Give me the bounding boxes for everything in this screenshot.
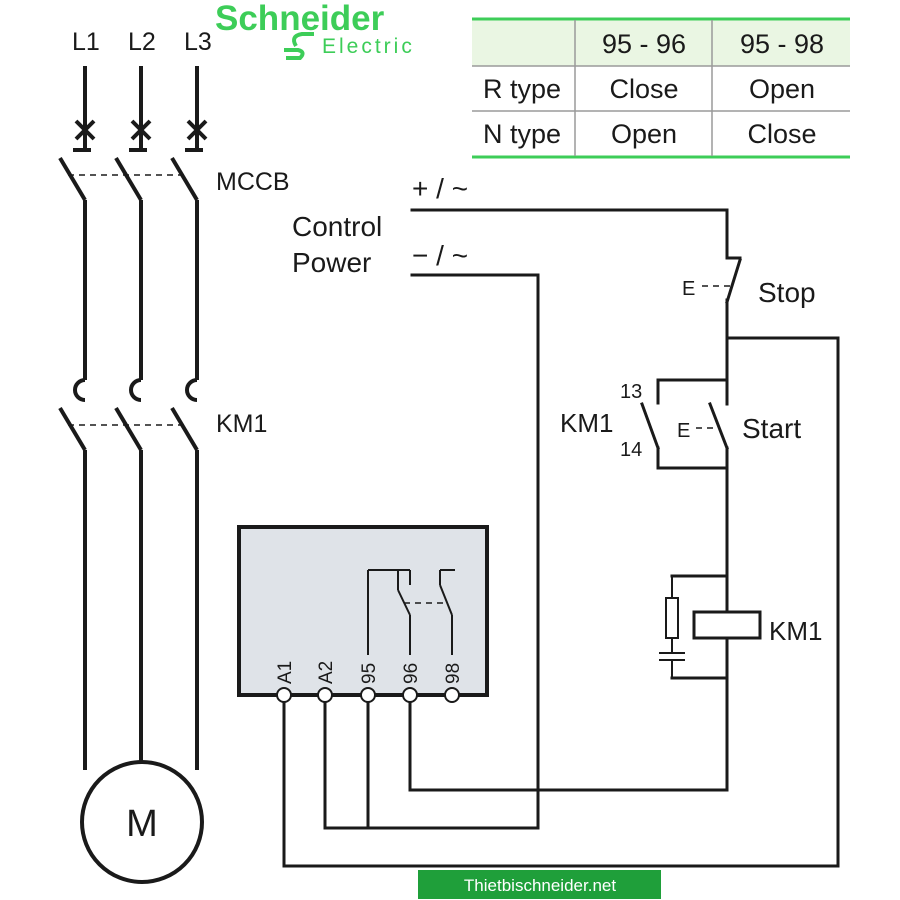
aux-terminal-13: 13: [620, 381, 642, 403]
footer-bg: [418, 870, 661, 899]
relay-terminal-label: A2: [316, 661, 337, 684]
phase-label: L2: [128, 28, 156, 56]
relay-terminal-label: A1: [275, 661, 296, 684]
coil-body: [692, 610, 762, 640]
table-cell: Open: [749, 74, 815, 104]
control-power: Control Power + / ~ − / ~: [292, 173, 468, 278]
phase-line: [170, 66, 208, 770]
start-button[interactable]: E Start: [677, 402, 801, 450]
brand-sub: Electric: [322, 35, 415, 58]
table-row-label: N type: [483, 119, 561, 149]
footer-banner[interactable]: Thietbischneider.net: [418, 870, 661, 899]
km1-coil: KM1: [659, 576, 822, 678]
phase-line: [58, 66, 96, 770]
km1-aux-contact: 13 14 KM1: [560, 381, 660, 461]
stop-e-label: E: [682, 278, 695, 300]
control-wiring: [282, 208, 840, 868]
phase-line: [114, 66, 152, 768]
suppressor-resistor: [665, 597, 679, 639]
brand-mark-icon: [284, 32, 314, 60]
control-label: Control: [292, 211, 382, 242]
relay-terminal: [276, 687, 292, 703]
footer-text[interactable]: Thietbischneider.net: [464, 876, 616, 895]
power-label: Power: [292, 247, 371, 278]
km1-aux-label: KM1: [560, 408, 613, 438]
start-e-label: E: [677, 420, 690, 442]
relay-terminal: [317, 687, 333, 703]
table-cell: Close: [747, 119, 816, 149]
relay-terminal: [360, 687, 376, 703]
relay-terminal-label: 98: [443, 663, 464, 684]
brand-logo: Schneider Electric: [215, 0, 415, 60]
contact-table: 95 - 96 95 - 98 R type Close Open N type…: [472, 17, 850, 159]
motor-label: M: [126, 803, 158, 845]
relay-terminal-label: 95: [359, 663, 380, 684]
km1-coil-label: KM1: [769, 616, 822, 646]
motor: M: [80, 760, 204, 884]
table-row-label: R type: [483, 74, 561, 104]
stop-button[interactable]: E Stop: [682, 256, 816, 308]
phase-label: L3: [184, 28, 212, 56]
minus-label: − / ~: [412, 240, 468, 271]
stop-label: Stop: [758, 277, 816, 308]
start-label: Start: [742, 413, 801, 444]
plus-label: + / ~: [412, 173, 468, 204]
relay-module: A1 A2 95 96 98: [237, 525, 489, 703]
table-header: 95 - 98: [740, 29, 824, 59]
phase-label: L1: [72, 28, 100, 56]
table-cell: Close: [609, 74, 678, 104]
relay-body: [237, 525, 489, 697]
relay-terminal-label: 96: [401, 663, 422, 684]
power-circuit: L1 L2 L3: [58, 28, 290, 884]
relay-terminal: [444, 687, 460, 703]
km1-main-label: KM1: [216, 410, 267, 438]
aux-terminal-14: 14: [620, 439, 642, 461]
relay-terminal: [402, 687, 418, 703]
mccb-label: MCCB: [216, 168, 290, 196]
table-cell: Open: [611, 119, 677, 149]
brand-name: Schneider: [215, 0, 385, 38]
table-header: 95 - 96: [602, 29, 686, 59]
table-header-bg: [472, 20, 850, 66]
